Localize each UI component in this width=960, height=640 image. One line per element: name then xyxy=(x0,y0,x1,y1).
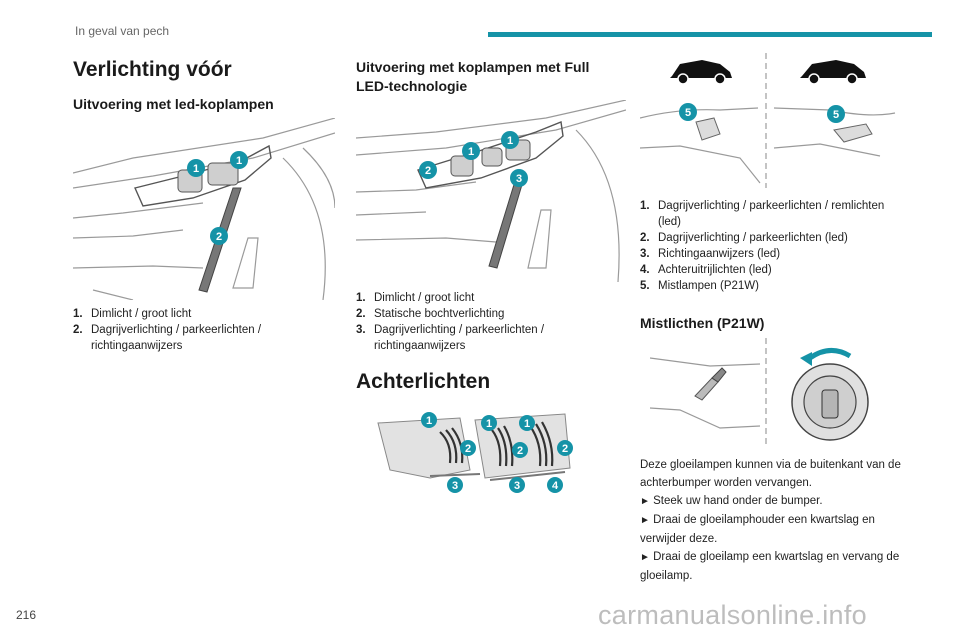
legend-item: 1.Dimlicht / groot licht xyxy=(356,292,475,304)
subtitle-full-led: Uitvoering met koplampen met Full LED-te… xyxy=(356,59,590,94)
callout-1: 1 xyxy=(481,415,497,431)
section-header: In geval van pech xyxy=(75,24,170,38)
car-silhouette-right xyxy=(800,60,866,85)
callout-1: 1 xyxy=(519,415,535,431)
watermark: carmanualsonline.info xyxy=(598,600,867,630)
svg-text:1: 1 xyxy=(193,163,199,175)
legend-rear-lights: 1.Dagrijverlichting / parkeerlichten / r… xyxy=(640,198,902,294)
svg-text:5: 5 xyxy=(833,109,839,121)
svg-text:2: 2 xyxy=(465,443,471,455)
legend-item: 2.Statische bochtverlichting xyxy=(356,308,505,320)
svg-text:3: 3 xyxy=(452,480,458,492)
callout-2: 2 xyxy=(419,161,437,179)
callout-3: 3 xyxy=(509,477,525,493)
svg-text:1: 1 xyxy=(468,146,474,158)
rear-lights-illustration: 1 1 1 2 2 2 3 3 4 xyxy=(370,408,580,498)
svg-text:1: 1 xyxy=(236,155,242,167)
fog-lamp-instructions: Deze gloeilampen kunnen via de buitenkan… xyxy=(640,456,902,585)
svg-text:1: 1 xyxy=(507,135,513,147)
legend-item: 2.Dagrijverlichting / parkeerlichten (le… xyxy=(640,232,848,244)
fog-lamp-replacement-illustration xyxy=(650,338,895,446)
svg-text:2: 2 xyxy=(562,443,568,455)
callout-5a: 5 xyxy=(679,103,697,121)
svg-text:4: 4 xyxy=(552,480,559,492)
legend-led-headlamps: 1.Dimlicht / groot licht 2.Dagrijverlich… xyxy=(73,306,335,354)
legend-item: 1.Dagrijverlichting / parkeerlichten / r… xyxy=(640,200,885,228)
legend-item: 5.Mistlampen (P21W) xyxy=(640,280,759,292)
callout-1a: 1 xyxy=(462,142,480,160)
legend-item: 3.Dagrijverlichting / parkeerlichten / r… xyxy=(356,324,545,352)
callout-5b: 5 xyxy=(827,105,845,123)
callout-3: 3 xyxy=(447,477,463,493)
subtitle-fog-lights: Mistlicthen (P21W) xyxy=(640,315,765,331)
legend-item: 2.Dagrijverlichting / parkeerlichten / r… xyxy=(73,324,262,352)
callout-1a: 1 xyxy=(187,159,205,177)
callout-3: 3 xyxy=(510,169,528,187)
callout-2: 2 xyxy=(460,440,476,456)
svg-text:3: 3 xyxy=(514,480,520,492)
page-number: 216 xyxy=(16,608,37,622)
instructions-intro: Deze gloeilampen kunnen via de buitenkan… xyxy=(640,459,901,489)
svg-text:2: 2 xyxy=(216,231,222,243)
callout-4: 4 xyxy=(547,477,563,493)
legend-item: 3.Richtingaanwijzers (led) xyxy=(640,248,781,260)
fog-lamp-location-illustration: 5 5 xyxy=(640,48,900,188)
svg-text:3: 3 xyxy=(516,173,522,185)
title-rear-lights: Achterlichten xyxy=(356,370,491,393)
legend-item: 4.Achteruitrijlichten (led) xyxy=(640,264,772,276)
car-silhouette-left xyxy=(670,60,732,85)
callout-1b: 1 xyxy=(230,151,248,169)
callout-1: 1 xyxy=(421,412,437,428)
svg-text:2: 2 xyxy=(425,165,431,177)
callout-1b: 1 xyxy=(501,131,519,149)
step-1: ► Steek uw hand onder de bumper. xyxy=(640,495,823,507)
svg-text:2: 2 xyxy=(517,445,523,457)
subtitle-led-headlamps: Uitvoering met led-koplampen xyxy=(73,96,274,112)
callout-2: 2 xyxy=(557,440,573,456)
svg-text:5: 5 xyxy=(685,107,691,119)
legend-full-led: 1.Dimlicht / groot licht 2.Statische boc… xyxy=(356,290,626,354)
led-headlamp-illustration: 1 1 2 xyxy=(73,118,335,300)
title-front-lighting: Verlichting vóór xyxy=(73,58,232,81)
svg-text:1: 1 xyxy=(486,418,492,430)
legend-item: 1.Dimlicht / groot licht xyxy=(73,308,192,320)
svg-text:1: 1 xyxy=(426,415,432,427)
step-3: ► Draai de gloeilamp een kwartslag en ve… xyxy=(640,551,900,582)
callout-2: 2 xyxy=(512,442,528,458)
step-2: ► Draai de gloeilamphouder een kwartslag… xyxy=(640,514,875,545)
full-led-headlamp-illustration: 1 1 2 3 xyxy=(356,100,626,282)
callout-2: 2 xyxy=(210,227,228,245)
svg-text:1: 1 xyxy=(524,418,530,430)
header-accent-bar xyxy=(488,32,932,37)
